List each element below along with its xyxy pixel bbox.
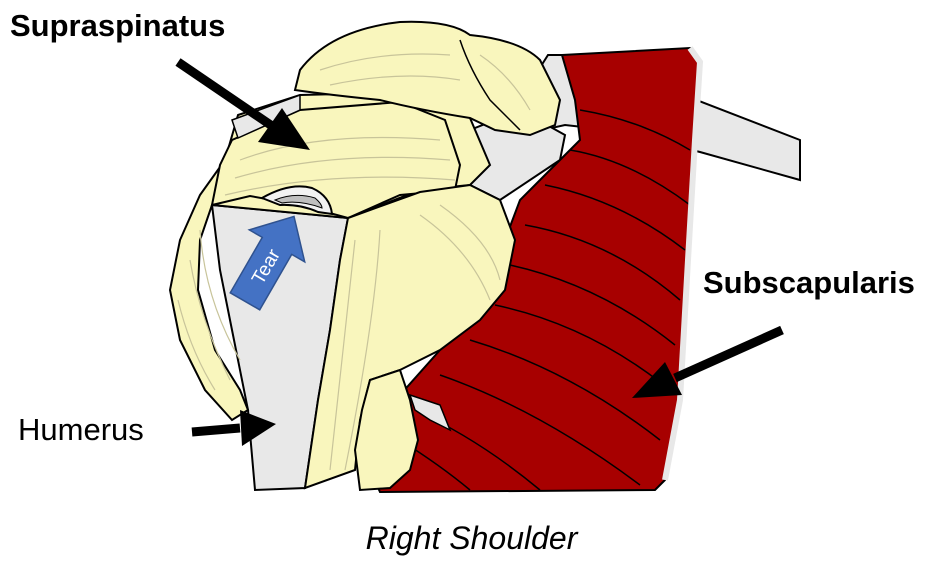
diagram-caption: Right Shoulder xyxy=(0,520,943,557)
humerus-arrow-shaft xyxy=(192,428,240,432)
humerus-label: Humerus xyxy=(18,412,144,448)
subscapularis-arrow-shaft xyxy=(675,330,782,378)
supraspinatus-arrow-shaft xyxy=(178,62,275,128)
supraspinatus-label: Supraspinatus xyxy=(10,8,225,44)
subscapularis-label: Subscapularis xyxy=(703,265,915,301)
